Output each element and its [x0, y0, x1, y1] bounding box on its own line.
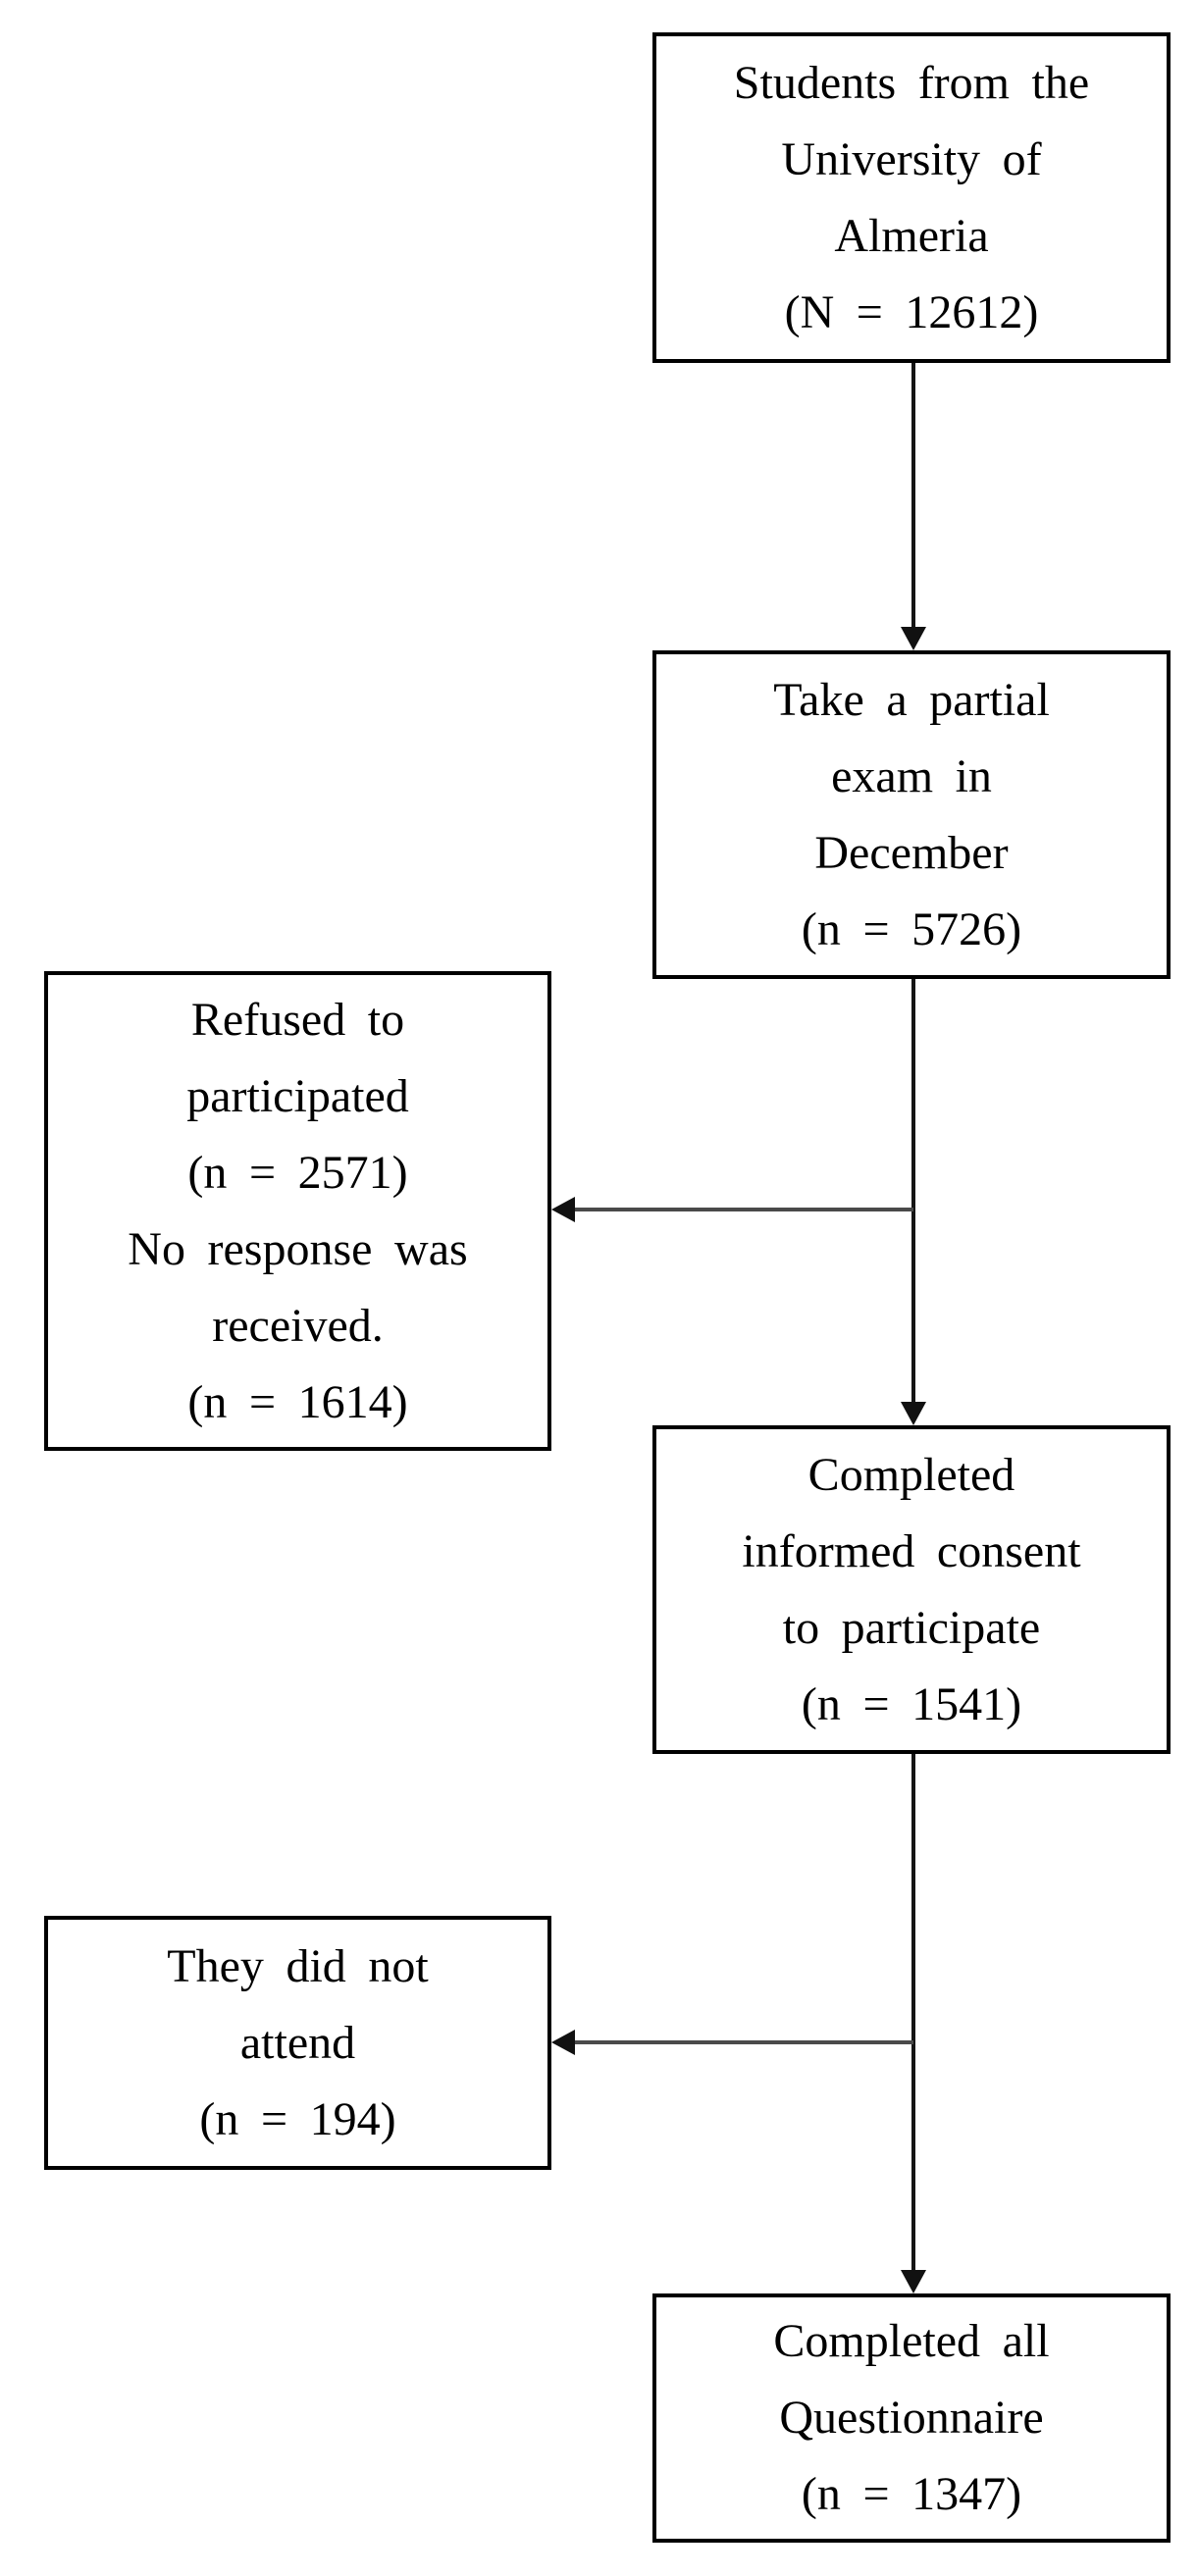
flow-box-line: (n = 1347) [801, 2468, 1022, 2520]
connector-branch-did-not-attend [573, 2040, 913, 2044]
arrowhead-down-icon [901, 2270, 926, 2293]
flow-box-line: December [814, 826, 1009, 879]
connector-population-to-partial [911, 363, 915, 627]
arrowhead-left-icon [551, 1197, 575, 1222]
flow-box-line: They did not [167, 1939, 429, 1992]
flow-box-line: University of [781, 132, 1042, 185]
flow-box-line: Refused to [190, 993, 405, 1046]
flow-box-line: to participate [782, 1601, 1041, 1654]
flow-box-partial-exam: Take a partial exam in December (n = 572… [652, 650, 1171, 979]
flow-box-line: (n = 1541) [801, 1677, 1022, 1730]
flow-box-line: Questionnaire [779, 2392, 1044, 2444]
flow-box-line: (n = 1614) [187, 1375, 408, 1428]
flow-box-informed-consent: Completed informed consent to participat… [652, 1425, 1171, 1754]
flow-box-line: received. [212, 1299, 384, 1352]
flow-box-line: Almeria [834, 209, 989, 262]
connector-partial-to-consent [911, 979, 915, 1402]
flow-box-population: Students from the University of Almeria … [652, 32, 1171, 363]
connector-branch-refused [573, 1208, 913, 1211]
flow-box-line: Take a partial [773, 673, 1050, 726]
flow-box-line: Completed all [773, 2315, 1050, 2367]
flow-box-line: Completed [807, 1448, 1015, 1501]
flow-box-line: Students from the [733, 56, 1090, 109]
flow-box-line: informed consent [742, 1524, 1081, 1577]
flow-box-line: exam in [831, 749, 992, 802]
flow-box-line: attend [239, 2016, 356, 2069]
flow-box-line: No response was [128, 1222, 468, 1275]
arrowhead-down-icon [901, 1402, 926, 1425]
arrowhead-down-icon [901, 627, 926, 650]
flow-box-refused-no-response: Refused to participated (n = 2571) No re… [44, 971, 551, 1451]
flow-box-completed-questionnaire: Completed all Questionnaire (n = 1347) [652, 2293, 1171, 2543]
flow-box-did-not-attend: They did not attend (n = 194) [44, 1916, 551, 2170]
flow-box-line: (N = 12612) [784, 285, 1039, 338]
flow-box-line: participated [186, 1069, 409, 1122]
flow-box-line: (n = 5726) [801, 902, 1022, 955]
connector-consent-to-completed [911, 1754, 915, 2270]
arrowhead-left-icon [551, 2030, 575, 2055]
flow-box-line: (n = 2571) [187, 1146, 408, 1199]
flow-box-line: (n = 194) [199, 2092, 396, 2145]
